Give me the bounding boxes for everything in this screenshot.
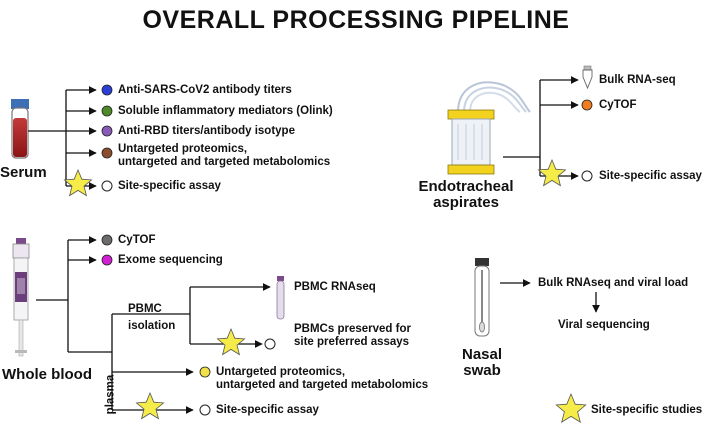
pbmc-tube-icon xyxy=(276,276,285,320)
endotracheal-label-line1: Endotracheal xyxy=(418,178,514,195)
page-title: OVERALL PROCESSING PIPELINE xyxy=(142,6,570,34)
nasal-bulk-label: Bulk RNAseq and viral load xyxy=(538,277,689,289)
nasal-swab-icon xyxy=(474,258,490,337)
legend-label: Site-specific studies xyxy=(591,404,703,416)
nasal-label-line1: Nasal xyxy=(461,346,503,363)
star-icon xyxy=(537,158,567,187)
whole-blood-item-exome: Exome sequencing xyxy=(118,254,223,266)
serum-item-4-line1: Untargeted proteomics, xyxy=(118,143,248,155)
whole-blood-syringe-icon xyxy=(12,238,30,357)
endotracheal-connectors xyxy=(503,76,579,180)
plasma-item-proteomics-line2: untargeted and targeted metabolomics xyxy=(216,379,429,391)
whole-blood-connectors xyxy=(36,236,271,414)
plasma-item-site: Site-specific assay xyxy=(216,404,319,416)
pbmc-isolation-line2: isolation xyxy=(128,320,176,332)
pbmc-isolation-line1: PBMC xyxy=(128,303,162,315)
serum-dot-3 xyxy=(101,125,113,137)
legend-star-icon xyxy=(555,392,587,423)
plasma-dot-site xyxy=(199,404,211,416)
endotracheal-label-line2: aspirates xyxy=(433,194,499,211)
whole-blood-label: Whole blood xyxy=(2,366,92,383)
serum-dot-5 xyxy=(101,180,113,192)
endotracheal-item-site: Site-specific assay xyxy=(599,170,702,182)
pbmc-preserved-line1: PBMCs preserved for xyxy=(294,323,411,335)
tube-icon xyxy=(582,65,593,90)
whole-blood-dot-cytof xyxy=(101,234,113,246)
serum-tube-icon xyxy=(11,99,29,159)
serum-item-4-line2: untargeted and targeted metabolomics xyxy=(118,156,331,168)
star-icon xyxy=(135,391,165,420)
endotracheal-dot-cytof xyxy=(581,99,593,111)
plasma-dot-proteomics xyxy=(199,366,211,378)
serum-dot-1 xyxy=(101,84,113,96)
serum-item-5: Site-specific assay xyxy=(118,180,221,192)
endotracheal-dot-site xyxy=(581,170,593,182)
plasma-item-proteomics-line1: Untargeted proteomics, xyxy=(216,366,346,378)
plasma-label: plasma xyxy=(104,374,117,415)
star-icon xyxy=(63,168,93,197)
serum-item-3: Anti-RBD titers/antibody isotype xyxy=(118,125,295,137)
star-icon xyxy=(216,327,246,356)
serum-item-2: Soluble inflammatory mediators (Olink) xyxy=(118,105,333,117)
nasal-connectors xyxy=(500,279,600,313)
pbmc-preserved-line2: site preferred assays xyxy=(294,336,410,348)
endotracheal-device-icon xyxy=(447,81,531,175)
nasal-viral-label: Viral sequencing xyxy=(558,319,650,331)
serum-item-1: Anti-SARS-CoV2 antibody titers xyxy=(118,84,292,96)
endotracheal-item-cytof: CyTOF xyxy=(599,99,637,111)
endotracheal-item-bulk-rnaseq: Bulk RNA-seq xyxy=(599,74,676,86)
whole-blood-dot-exome xyxy=(101,254,113,266)
pbmc-rnaseq-label: PBMC RNAseq xyxy=(294,281,376,293)
pbmc-preserved-dot xyxy=(264,338,276,350)
serum-label: Serum xyxy=(0,164,47,181)
serum-dot-4 xyxy=(101,147,113,159)
serum-dot-2 xyxy=(101,105,113,117)
nasal-label-line2: swab xyxy=(463,362,501,379)
whole-blood-item-cytof: CyTOF xyxy=(118,234,156,246)
